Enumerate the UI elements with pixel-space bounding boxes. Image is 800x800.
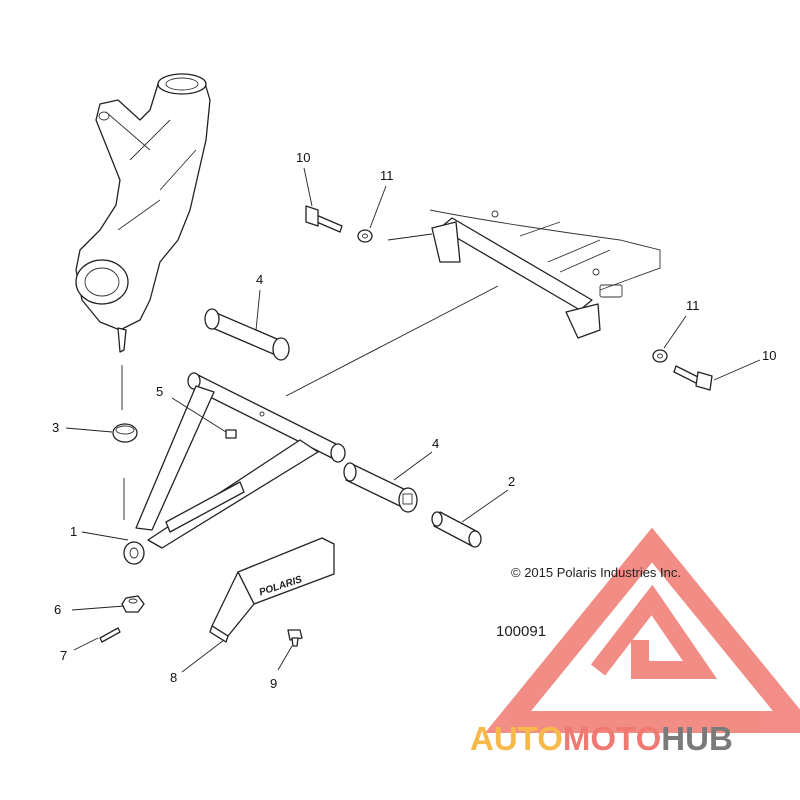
bushing-4-lower (343, 462, 418, 513)
callout-6: 6 (54, 602, 61, 617)
watermark-hub: HUB (661, 720, 733, 757)
bushing-4-upper (204, 308, 290, 361)
frame-crossmember (285, 209, 661, 397)
steering-knuckle (75, 73, 211, 520)
callout-11-upper: 11 (380, 168, 394, 183)
callout-5: 5 (156, 384, 163, 399)
callout-8: 8 (170, 670, 177, 685)
screw-9 (287, 629, 303, 647)
watermark-text: AUTOMOTOHUB (470, 720, 733, 757)
cotter-pin-7 (99, 627, 121, 643)
callout-10-right: 10 (762, 348, 776, 363)
copyright-text: © 2015 Polaris Industries Inc. (511, 565, 681, 580)
callout-labels: 1 2 3 4 4 5 6 7 8 9 10 10 11 11 (52, 150, 776, 691)
callout-9: 9 (270, 676, 277, 691)
callout-7: 7 (60, 648, 67, 663)
watermark-moto: MOTO (563, 720, 661, 757)
bushing-2 (431, 511, 482, 548)
reference-number: 100091 (496, 623, 546, 640)
a-arm (123, 372, 346, 565)
nut-6 (121, 595, 145, 613)
callout-4-upper: 4 (256, 272, 263, 287)
callout-11-right: 11 (686, 298, 700, 313)
grease-fitting-5 (225, 429, 237, 439)
ball-joint-cap-3 (112, 423, 138, 443)
watermark-logo (484, 527, 800, 733)
washer-11-right (652, 349, 668, 363)
callout-3: 3 (52, 420, 59, 435)
bolt-10-upper (305, 205, 343, 233)
callout-2: 2 (508, 474, 515, 489)
callout-4-lower: 4 (432, 436, 439, 451)
leader-lines (65, 167, 761, 673)
callout-10-upper: 10 (296, 150, 310, 165)
callout-1: 1 (70, 524, 77, 539)
watermark-auto: AUTO (470, 720, 563, 757)
skid-plate-8: POLARIS (209, 537, 335, 643)
washer-11-upper (357, 229, 373, 243)
bolt-10-right (673, 365, 713, 391)
